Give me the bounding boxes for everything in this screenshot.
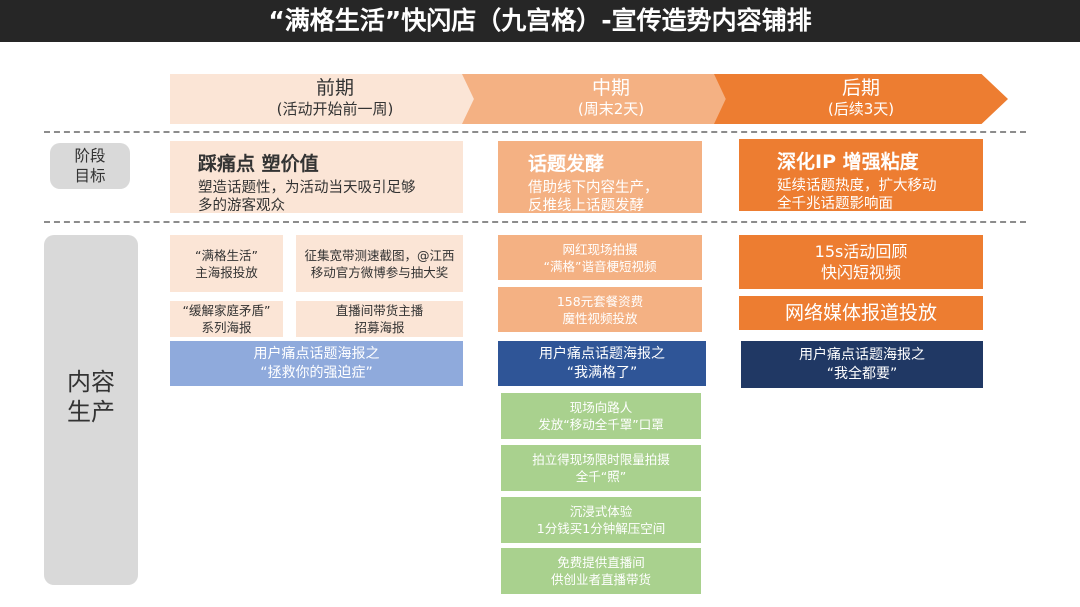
divider-top bbox=[44, 131, 1026, 133]
mid-topic-line2: “我满格了” bbox=[566, 364, 638, 381]
late-topic-line1: 用户痛点话题海报之 bbox=[799, 346, 925, 363]
early-topic-line2: “拯救你的强迫症” bbox=[260, 364, 373, 381]
late-item-1: 15s活动回顾快闪短视频 bbox=[739, 235, 983, 289]
mid-onsite-2-line1: 拍立得现场限时限量拍摄 bbox=[532, 452, 670, 467]
mid-onsite-1-line2: 发放“移动全千罩”口罩 bbox=[538, 417, 664, 432]
early-item-4-line1: 直播间带货主播 bbox=[335, 303, 424, 318]
early-item-2-line2: 移动官方微博参与抽大奖 bbox=[310, 264, 449, 280]
mid-topic-line1: 用户痛点话题海报之 bbox=[539, 345, 665, 362]
mid-topic-poster: 用户痛点话题海报之 “我满格了” bbox=[498, 341, 706, 386]
divider-bottom bbox=[44, 221, 1026, 223]
goal-early-text: 塑造话题性，为活动当天吸引足够 多的游客观众 bbox=[198, 179, 463, 215]
mid-onsite-1-line1: 现场向路人 bbox=[569, 400, 633, 415]
mid-item-1-line1: 网红现场拍摄 bbox=[562, 241, 638, 257]
mid-onsite-3: 沉浸式体验 1分钱买1分钟解压空间 bbox=[501, 497, 701, 543]
row-label-goal-line2: 目标 bbox=[74, 167, 106, 185]
mid-onsite-2: 拍立得现场限时限量拍摄全千“照” bbox=[501, 445, 701, 491]
mid-item-2: 158元套餐资费魔性视频投放 bbox=[498, 287, 702, 332]
phase-mid: 中期 (周末2天) bbox=[462, 74, 760, 124]
mid-item-2-line2: 魔性视频投放 bbox=[562, 310, 638, 326]
early-topic-poster: 用户痛点话题海报之 “拯救你的强迫症” bbox=[170, 341, 463, 386]
goal-mid-line1: 借助线下内容生产， bbox=[528, 180, 659, 196]
phase-late: 后期 (后续3天) bbox=[714, 74, 1008, 124]
phase-mid-name: 中期 bbox=[591, 77, 630, 99]
goal-mid-text: 借助线下内容生产， 反推线上话题发酵 bbox=[528, 179, 702, 215]
early-item-4: 直播间带货主播招募海报 bbox=[296, 301, 463, 337]
goal-late-line1: 延续话题热度，扩大移动 bbox=[777, 178, 937, 194]
late-item-2: 网络媒体报道投放 bbox=[739, 296, 983, 330]
goal-late-text: 延续话题热度，扩大移动 全千兆话题影响面 bbox=[777, 177, 983, 213]
mid-item-1-line2: “满格”谐音梗短视频 bbox=[543, 258, 657, 274]
early-item-2: 征集宽带测速截图，@江西移动官方微博参与抽大奖 bbox=[296, 235, 463, 292]
goal-early-title: 踩痛点 塑价值 bbox=[198, 153, 319, 175]
row-label-goal-line1: 阶段 bbox=[74, 147, 106, 165]
mid-onsite-3-line1: 沉浸式体验 bbox=[569, 504, 633, 519]
phase-early: 前期 (活动开始前一周) bbox=[170, 74, 500, 124]
goal-late: 深化IP 增强粘度 延续话题热度，扩大移动 全千兆话题影响面 bbox=[739, 139, 983, 213]
goal-early-line1: 塑造话题性，为活动当天吸引足够 bbox=[198, 180, 416, 196]
mid-item-1: 网红现场拍摄“满格”谐音梗短视频 bbox=[498, 235, 702, 280]
mid-onsite-3-line2: 1分钱买1分钟解压空间 bbox=[536, 521, 666, 536]
goal-early-line2: 多的游客观众 bbox=[198, 198, 285, 214]
phase-early-sub: (活动开始前一周) bbox=[276, 100, 394, 118]
early-item-1-line2: 主海报投放 bbox=[195, 264, 258, 280]
row-label-content: 内容 生产 bbox=[44, 235, 138, 585]
mid-onsite-1: 现场向路人发放“移动全千罩”口罩 bbox=[501, 393, 701, 439]
row-label-content-line1: 内容 bbox=[67, 368, 115, 396]
mid-onsite-4-line1: 免费提供直播间 bbox=[557, 555, 645, 570]
early-item-3-line1: “缓解家庭矛盾” bbox=[182, 303, 271, 318]
early-item-3-line2: 系列海报 bbox=[201, 320, 252, 335]
late-item-1-line2: 快闪短视频 bbox=[820, 263, 901, 282]
early-item-2-line1: 征集宽带测速截图，@江西 bbox=[304, 247, 455, 263]
goal-mid-line2: 反推线上话题发酵 bbox=[528, 198, 644, 214]
early-item-4-line2: 招募海报 bbox=[354, 320, 405, 335]
row-label-content-line2: 生产 bbox=[67, 398, 115, 426]
mid-onsite-2-line2: 全千“照” bbox=[575, 469, 627, 484]
late-item-1-line1: 15s活动回顾 bbox=[814, 242, 908, 261]
mid-item-2-line1: 158元套餐资费 bbox=[556, 293, 644, 309]
goal-mid: 话题发酵 借助线下内容生产， 反推线上话题发酵 bbox=[498, 141, 702, 215]
early-item-1: “满格生活”主海报投放 bbox=[170, 235, 283, 292]
goal-late-line2: 全千兆话题影响面 bbox=[777, 196, 893, 212]
mid-onsite-4: 免费提供直播间供创业者直播带货 bbox=[501, 548, 701, 594]
mid-onsite-4-line2: 供创业者直播带货 bbox=[550, 572, 651, 587]
phase-mid-sub: (周末2天) bbox=[577, 100, 645, 118]
early-item-1-line1: “满格生活” bbox=[195, 247, 258, 263]
page-title: “满格生活”快闪店（九宫格）-宣传造势内容铺排 bbox=[0, 0, 1080, 42]
goal-early: 踩痛点 塑价值 塑造话题性，为活动当天吸引足够 多的游客观众 bbox=[170, 141, 463, 215]
late-topic-poster: 用户痛点话题海报之 “我全都要” bbox=[741, 341, 983, 388]
phase-late-sub: (后续3天) bbox=[827, 100, 895, 118]
row-label-goal: 阶段 目标 bbox=[50, 143, 130, 189]
phase-late-name: 后期 bbox=[841, 77, 880, 99]
late-item-2-line1: 网络媒体报道投放 bbox=[784, 301, 937, 324]
goal-late-title: 深化IP 增强粘度 bbox=[777, 151, 919, 173]
early-item-3: “缓解家庭矛盾” 系列海报 bbox=[170, 301, 283, 337]
early-topic-line1: 用户痛点话题海报之 bbox=[253, 345, 380, 362]
phase-early-name: 前期 bbox=[315, 77, 354, 99]
goal-mid-title: 话题发酵 bbox=[528, 153, 605, 175]
late-topic-line2: “我全都要” bbox=[826, 365, 898, 382]
